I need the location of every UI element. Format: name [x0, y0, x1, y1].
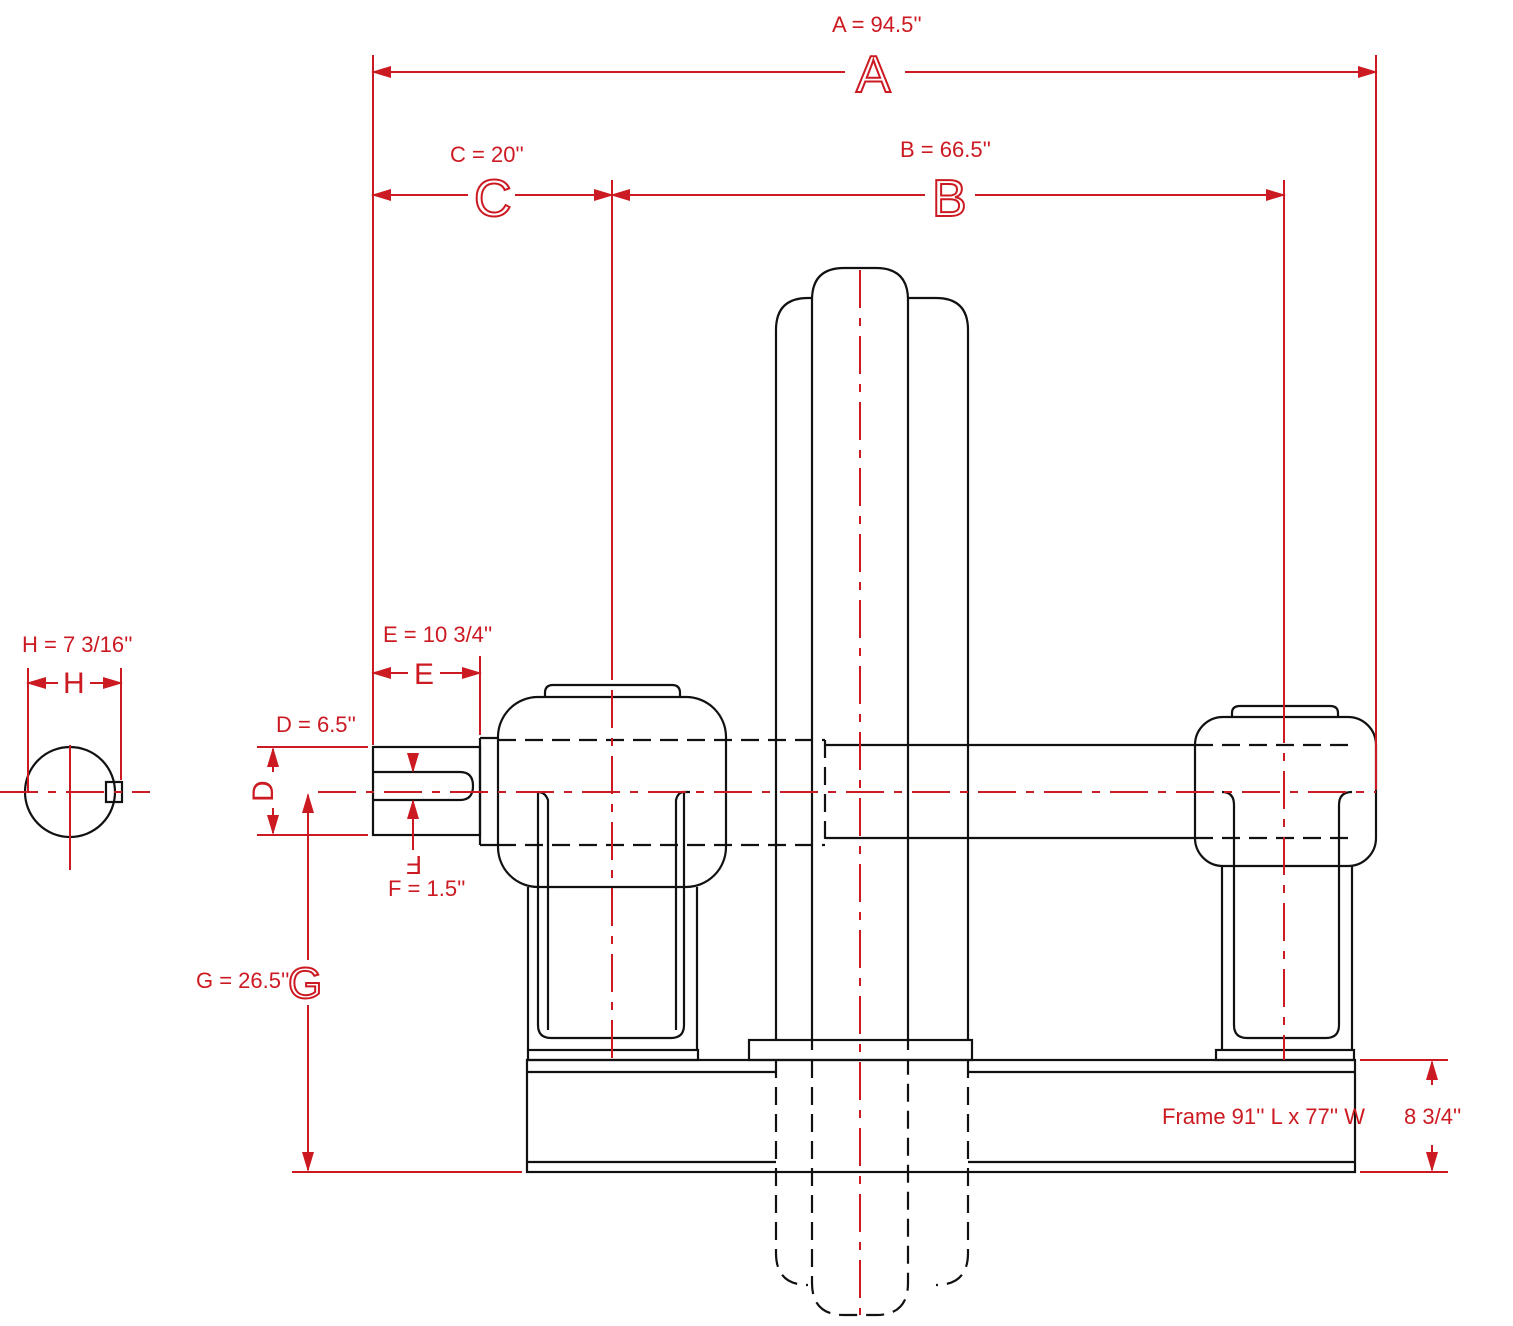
dimension-f-letter: F [406, 850, 422, 880]
right-bearing [1193, 704, 1378, 1062]
dimension-h-label: H = 7 3/16'' [22, 632, 133, 657]
dimension-b-label: B = 66.5'' [900, 137, 991, 162]
dimension-h-letter: H [63, 667, 85, 700]
dimension-d-label: D = 6.5'' [276, 712, 356, 737]
frame [525, 1058, 1357, 1174]
frame-size-label: Frame 91'' L x 77'' W [1162, 1104, 1365, 1129]
dimension-a-letter: A [856, 46, 891, 104]
dimension-e-label: E = 10 3/4'' [383, 622, 492, 647]
dimension-lines [0, 55, 1448, 1315]
tire [774, 266, 970, 1317]
dimension-g-letter: G [288, 959, 322, 1008]
keyway [373, 770, 475, 802]
shaft [371, 736, 1350, 847]
dimension-f-label: F = 1.5'' [388, 876, 466, 901]
dimension-c-letter: C [474, 170, 512, 228]
dimension-c-label: C = 20'' [450, 142, 524, 167]
dimension-labels: A = 94.5'' A C = 20'' C B = 66.5'' B H =… [22, 12, 1461, 1129]
dimension-g-label: G = 26.5'' [196, 968, 289, 993]
dimension-b-letter: B [932, 170, 967, 228]
frame-height-label: 8 3/4'' [1404, 1104, 1461, 1129]
dimension-d-letter: D [247, 780, 280, 802]
dimension-a-label: A = 94.5'' [832, 12, 922, 37]
dimension-e-letter: E [414, 658, 434, 691]
